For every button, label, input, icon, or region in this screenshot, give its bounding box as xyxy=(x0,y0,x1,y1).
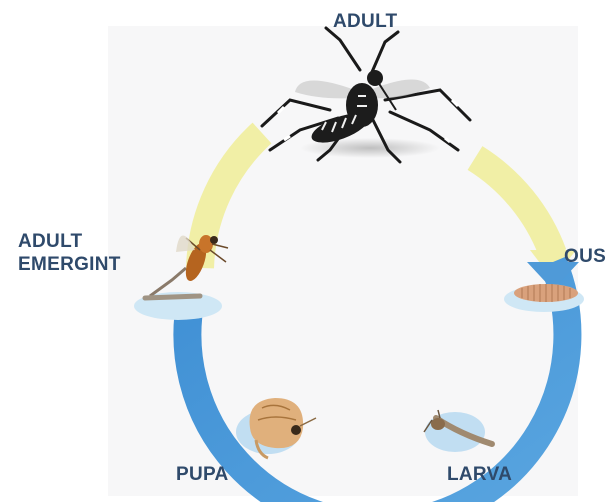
stage-label-ous: OUS xyxy=(564,245,606,268)
stage-label-adult: ADULT xyxy=(333,10,397,33)
stage-label-pupa: PUPA xyxy=(176,463,229,486)
stage-label-larva: LARVA xyxy=(447,463,512,486)
stage-label-adult-emergint: ADULT EMERGINT xyxy=(18,230,121,276)
stage-label-adult-emergint-line1: ADULT xyxy=(18,230,121,253)
stage-label-adult-emergint-line2: EMERGINT xyxy=(18,253,121,276)
egg-raft-icon xyxy=(514,284,578,302)
